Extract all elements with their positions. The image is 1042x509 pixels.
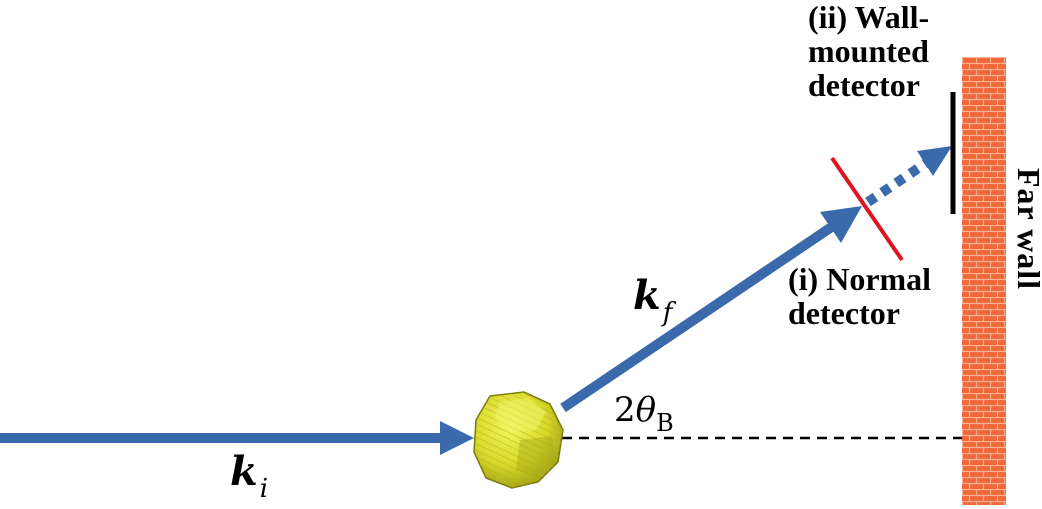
- normal-detector: [830, 156, 904, 262]
- wall-detector-label-line3: detector: [808, 67, 920, 103]
- continuation-arrowhead: [917, 146, 952, 176]
- far-wall-label: Far wall: [1011, 168, 1042, 291]
- sample-crystal: [473, 391, 564, 489]
- wall-detector-label-line1: (ii) Wall-: [808, 0, 930, 35]
- incident-beam-arrowhead: [440, 421, 474, 455]
- beam-continuation: [865, 158, 929, 207]
- normal-detector-label-line1: (i) Normal: [788, 261, 932, 297]
- scattered-beam: [560, 219, 839, 413]
- wall-mounted-detector-label: (ii) Wall- mounted detector: [808, 0, 929, 102]
- scattered-beam-arrowhead: [820, 206, 862, 243]
- kf-symbol: k: [633, 272, 661, 319]
- far-wall: [962, 57, 1006, 505]
- angle-prefix: 2: [614, 390, 636, 430]
- angle-theta: θ: [635, 390, 657, 430]
- normal-detector-label: (i) Normal detector: [788, 262, 931, 330]
- ki-symbol: k: [230, 448, 258, 495]
- kf-subscript: f: [662, 298, 673, 328]
- scattered-wavevector-label: kf: [633, 272, 672, 328]
- angle-subscript: B: [656, 409, 674, 437]
- ki-subscript: i: [259, 474, 269, 504]
- normal-detector-label-line2: detector: [788, 295, 900, 331]
- bragg-angle-label: 2θB: [614, 390, 674, 437]
- wall-detector-label-line2: mounted: [808, 33, 929, 69]
- incident-wavevector-label: ki: [230, 448, 268, 504]
